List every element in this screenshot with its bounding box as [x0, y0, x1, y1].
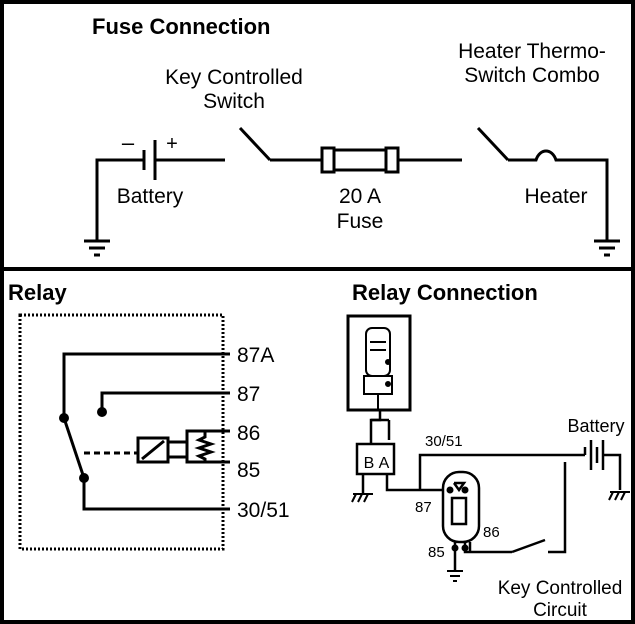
fuse-connection-title: Fuse Connection: [92, 14, 270, 39]
fuse-connection-section: Fuse Connection Key Controlled Switch He…: [84, 14, 620, 257]
relay-contact-87-dot: [97, 407, 107, 417]
key-switch-label-1: Key Controlled: [165, 66, 303, 89]
ground-icon: [447, 570, 463, 582]
relay-pin-86: 86: [237, 422, 260, 445]
relay-pivot-dot: [59, 413, 69, 423]
terminal-87-label: 87: [415, 499, 432, 516]
relay-connection-dot: [461, 544, 469, 552]
heater-combo-label-1: Heater Thermo-: [458, 40, 606, 63]
key-switch-symbol: [238, 126, 322, 162]
heater-label: Heater: [524, 185, 587, 208]
relay-connection-section: Relay Connection: [346, 280, 630, 621]
relay-connection-dot: [461, 486, 469, 494]
heater-unit-icon: [346, 314, 412, 412]
ground-icon: [594, 239, 620, 257]
battery-plus-sign: +: [166, 133, 178, 155]
fuse-rating: 20 A: [339, 185, 381, 208]
chassis-ground-icon: [351, 493, 373, 503]
key-switch-label-2: Switch: [203, 90, 265, 113]
relay-pin-87a: 87A: [237, 344, 274, 367]
key-circuit-label-1: Key Controlled: [498, 578, 623, 599]
relay-pin-30-51: 30/51: [237, 499, 290, 522]
fuse-symbol: [320, 146, 462, 174]
battery-minus-sign: –: [122, 130, 135, 155]
relay-contact-dot: [79, 473, 89, 483]
relay-connection-dot: [451, 544, 459, 552]
terminal-30-51-label: 30/51: [425, 433, 463, 450]
ground-icon: [84, 239, 110, 257]
relay-pin-87: 87: [237, 383, 260, 406]
key-circuit-label-2: Circuit: [533, 600, 588, 621]
relay-connection-title: Relay Connection: [352, 280, 538, 305]
chassis-ground-icon: [608, 491, 630, 501]
relay-title: Relay: [8, 280, 67, 305]
heater-thermo-switch-symbol: [476, 126, 609, 240]
connector-a-label: A: [379, 455, 390, 472]
relay-connection-dot: [446, 486, 454, 494]
battery-label: Battery: [117, 185, 184, 208]
heater-combo-label-2: Switch Combo: [464, 64, 599, 87]
relay-internal-wiring: [62, 352, 230, 511]
battery-symbol: [95, 140, 225, 240]
terminal-85-label: 85: [428, 544, 445, 561]
connector-b-label: B: [364, 455, 375, 472]
relay-pin-85: 85: [237, 459, 260, 482]
terminal-86-label: 86: [483, 524, 500, 541]
relay-section: Relay 87A 87 86 85 30/51: [8, 280, 290, 551]
battery-label: Battery: [567, 416, 624, 436]
fuse-label: Fuse: [337, 210, 384, 233]
